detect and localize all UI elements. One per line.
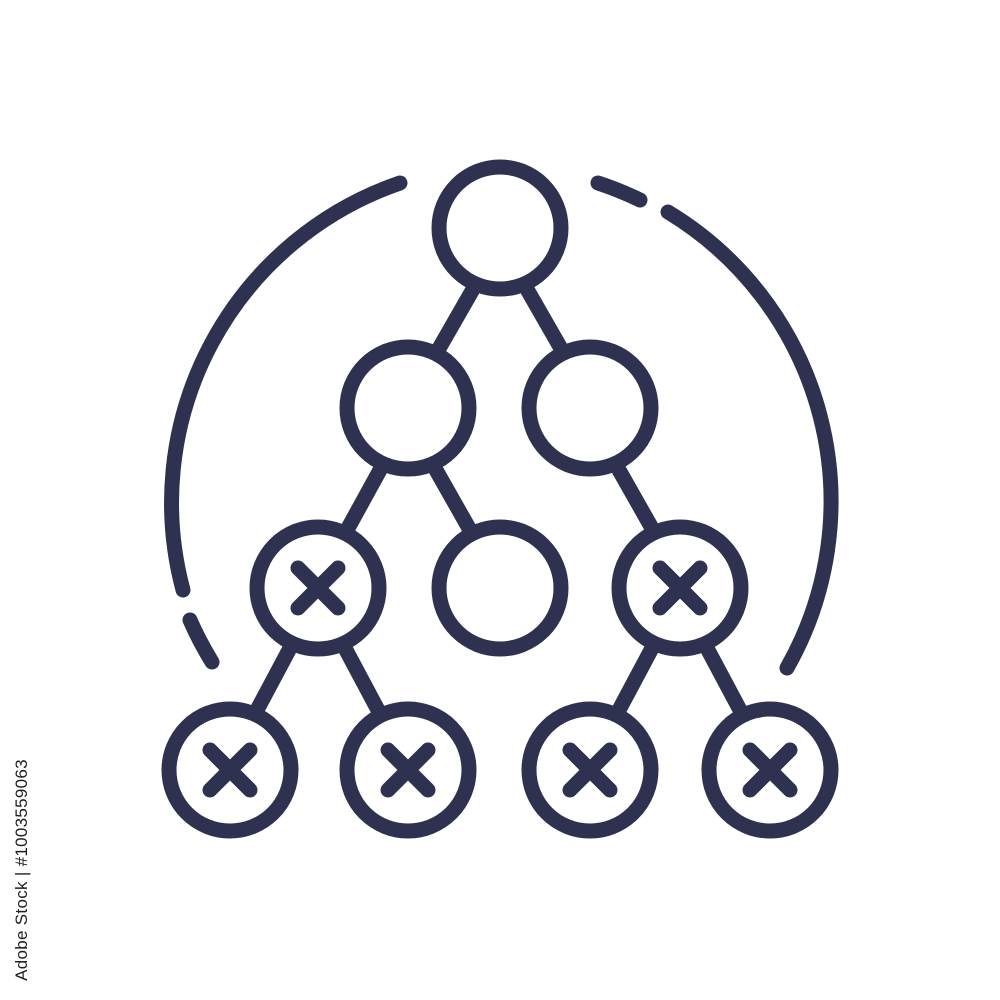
edge-left-leftleft xyxy=(339,462,388,538)
tree-node-circle xyxy=(521,701,659,839)
pruned-leaf-2 xyxy=(339,701,477,839)
edge-leftleft-leaf2 xyxy=(338,642,386,718)
arc-segment-left-dash xyxy=(182,612,220,670)
pruned-leaf-3 xyxy=(521,701,659,839)
edge-right-rightleft xyxy=(611,462,661,538)
pruned-leaf-1 xyxy=(161,701,299,839)
tree-node-circle xyxy=(611,519,749,657)
dashed-arc xyxy=(164,175,839,676)
tree-connectors xyxy=(249,283,748,718)
cross-icon xyxy=(290,560,346,616)
edge-rightleft-leaf4 xyxy=(700,642,748,718)
tree-node-circle xyxy=(161,701,299,839)
tree-node-circle xyxy=(701,701,839,839)
tree-node-left-right xyxy=(431,519,569,657)
edge-root-right xyxy=(520,283,571,360)
stock-id-text: Adobe Stock | #1003559063 xyxy=(12,759,32,981)
arc-segment-top-dash xyxy=(590,175,648,208)
stock-id-watermark: Adobe Stock | #1003559063 xyxy=(10,750,34,990)
pruned-leaf-4 xyxy=(701,701,839,839)
pruned-node-right-left xyxy=(611,519,749,657)
tree-node-circle xyxy=(339,701,477,839)
edge-left-leftright xyxy=(428,462,478,538)
arc-segment-left xyxy=(164,175,408,598)
tree-node-right-child xyxy=(521,339,659,477)
cross-icon xyxy=(380,742,436,798)
tree-node-circle xyxy=(249,519,387,657)
cross-icon xyxy=(742,742,798,798)
arc-segment-right xyxy=(660,204,839,676)
edge-leftleft-leaf1 xyxy=(249,642,297,718)
cross-icon xyxy=(562,742,618,798)
pruned-node-left-left xyxy=(249,519,387,657)
tree-node-left-child xyxy=(339,339,477,477)
edge-root-left xyxy=(429,283,480,360)
cross-icon xyxy=(202,742,258,798)
cross-icon xyxy=(652,560,708,616)
tree-node-root xyxy=(431,159,569,297)
edge-rightleft-leaf3 xyxy=(611,642,659,718)
